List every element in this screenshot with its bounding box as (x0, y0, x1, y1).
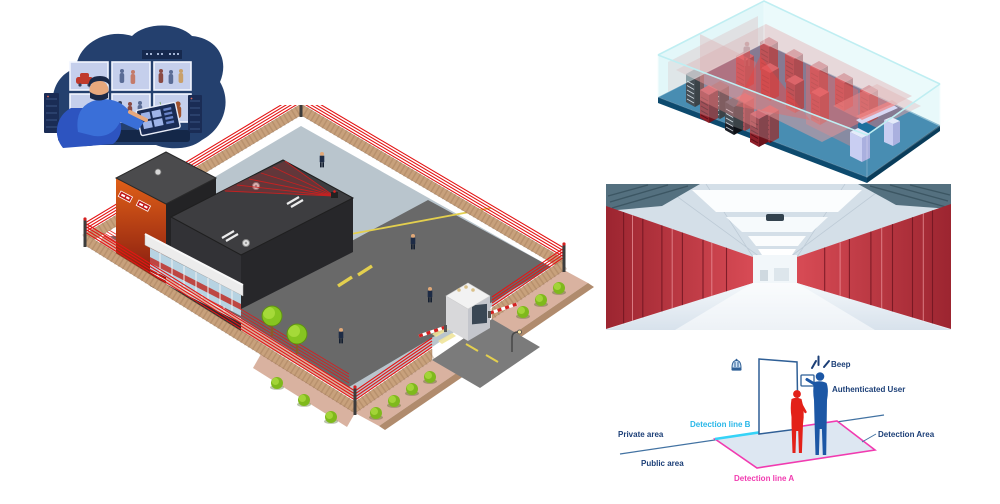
detection-line-b-label: Detection line B (690, 420, 751, 429)
ceiling-camera-icon (766, 214, 784, 221)
laser-fence-front (84, 222, 565, 401)
detection-line-a-label: Detection line A (734, 474, 794, 483)
perimeter-fence-front (82, 233, 568, 414)
rack-wall-left (606, 206, 753, 329)
alarm-lamp-icon (731, 358, 742, 371)
tailgater-figure (790, 390, 807, 453)
authenticated-user-figure (805, 372, 828, 455)
operator-avatar (56, 76, 148, 148)
cctv-control-room-illustration (38, 22, 233, 155)
corridor-end (753, 255, 797, 285)
detection-area-label: Detection Area (878, 430, 935, 439)
status-lights-icon (142, 50, 182, 59)
roof-stripes (221, 196, 304, 242)
datacenter-aisle-photo (606, 184, 951, 330)
authenticated-user-label: Authenticated User (832, 385, 905, 394)
private-area-label: Private area (618, 430, 664, 439)
roof-vent-icon (242, 182, 260, 247)
fence-corner-post (83, 105, 566, 415)
light-panels (692, 190, 862, 255)
glass-walls (657, 0, 941, 179)
ceiling-grille (606, 184, 951, 211)
street-lamp-icon (511, 329, 522, 352)
detection-area-pointer (861, 433, 877, 443)
rack-wall-right (797, 204, 951, 329)
public-area-label: Public area (641, 459, 684, 468)
tailgating-detection-diagram: Beep Authenticated User Detection line B… (610, 340, 1000, 502)
beep-label: Beep (831, 360, 851, 369)
sound-waves-icon (811, 355, 830, 369)
secure-facility-illustration (70, 105, 600, 440)
boom-barrier-icon (418, 302, 518, 338)
gate-road (432, 319, 540, 388)
warning-sign (117, 190, 152, 212)
roof-laser-scanner (222, 160, 338, 198)
server-rack-icon (44, 93, 202, 133)
gatehouse (445, 282, 491, 341)
server-room-laser-illustration (648, 0, 956, 186)
